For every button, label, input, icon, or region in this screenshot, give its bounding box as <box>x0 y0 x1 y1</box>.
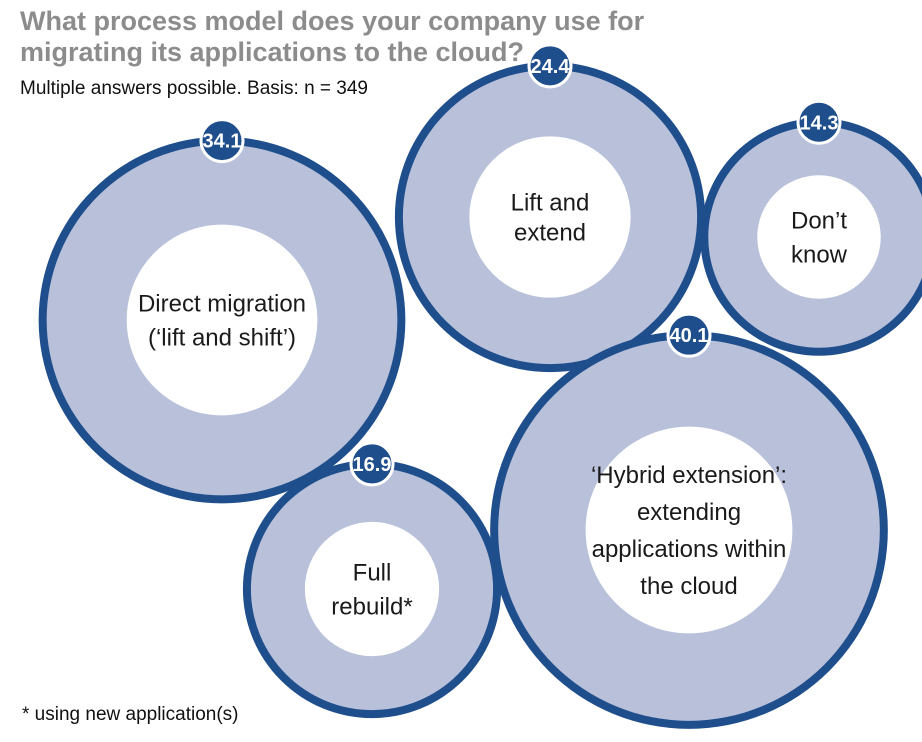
value-badge <box>199 118 245 164</box>
bubble-label-line: Don’t <box>791 207 847 234</box>
bubble-inner <box>757 175 881 299</box>
bubble-inner <box>304 521 440 657</box>
value-label: 40.1 <box>670 325 709 347</box>
value-badge <box>796 99 842 145</box>
bubble-label-line: (‘lift and shift’) <box>148 324 296 351</box>
bubble: Direct migration (‘lift and shift’) 34.1 <box>38 118 406 504</box>
bubble-inner <box>469 136 631 298</box>
value-badge <box>349 441 395 487</box>
bubble-label: Lift and extend <box>511 189 590 246</box>
bubble-label: Direct migration (‘lift and shift’) <box>138 290 306 351</box>
footnote: * using new application(s) <box>22 704 239 725</box>
bubble-label: ‘Hybrid extension’: extending applications… <box>591 462 787 600</box>
bubble: Don’t know 14.3 <box>700 99 922 356</box>
bubble-label-line: Lift and <box>511 189 590 216</box>
value-label: 14.3 <box>800 112 839 134</box>
bubble: ‘Hybrid extension’: extending applications… <box>490 312 888 729</box>
chart-title: What process model does your company use… <box>20 6 645 67</box>
bubble-label-line: Direct migration <box>138 290 306 317</box>
bubble-inner <box>126 224 318 416</box>
bubble-label-line: know <box>791 241 848 268</box>
bubble-inner <box>585 426 793 634</box>
bubble-label-line: rebuild* <box>331 593 412 620</box>
bubble-label-line: applications within <box>592 536 787 563</box>
bubble-label-line: extending <box>637 499 741 526</box>
value-label: 34.1 <box>203 131 242 153</box>
bubble-label-line: the cloud <box>640 573 737 600</box>
value-badge <box>666 312 712 358</box>
bubble: Full rebuild* 16.9 <box>242 441 502 719</box>
bubble-label-line: ‘Hybrid extension’: <box>591 462 787 489</box>
bubble-label-line: Full <box>353 559 392 586</box>
bubble-label: Full rebuild* <box>331 559 412 620</box>
value-label: 16.9 <box>353 454 392 476</box>
bubble: Lift and extend 24.4 <box>394 43 706 373</box>
value-badge <box>527 43 573 89</box>
value-label: 24.4 <box>531 56 571 78</box>
chart-subtitle: Multiple answers possible. Basis: n = 34… <box>20 78 368 99</box>
bubble-label: Don’t know <box>791 207 848 268</box>
bubble-label-line: extend <box>514 219 586 246</box>
